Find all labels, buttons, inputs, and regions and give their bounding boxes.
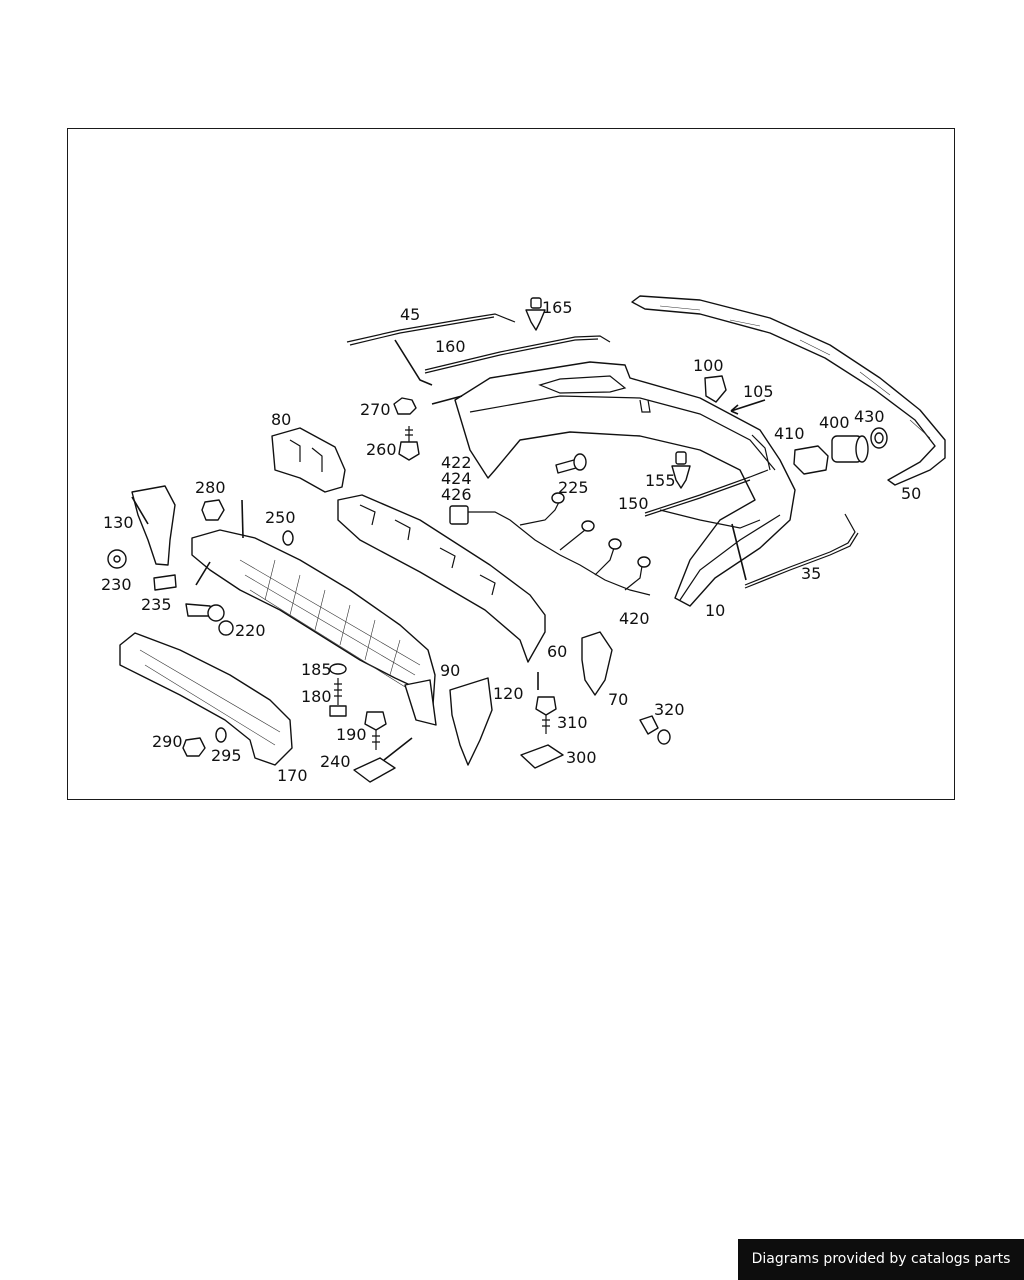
part-100-cap [704, 375, 727, 403]
callout-165: 165 [542, 298, 573, 317]
callout-300: 300 [566, 748, 597, 767]
callout-130: 130 [103, 513, 134, 532]
credit-banner: Diagrams provided by catalogs parts [738, 1239, 1024, 1280]
callout-310: 310 [557, 713, 588, 732]
part-270-clip [393, 397, 417, 415]
callout-420: 420 [619, 609, 650, 628]
callout-155: 155 [645, 471, 676, 490]
part-80-bracket [271, 427, 346, 493]
callout-190: 190 [336, 725, 367, 744]
callout-35: 35 [801, 564, 821, 583]
callout-50: 50 [901, 484, 921, 503]
callout-45: 45 [400, 305, 420, 324]
callout-150: 150 [618, 494, 649, 513]
part-150-molding [644, 469, 769, 514]
callout-100: 100 [693, 356, 724, 375]
part-50-trim-strip [631, 295, 946, 486]
part-225-pin [555, 453, 587, 474]
part-70-bracket [581, 631, 613, 696]
callout-400: 400 [819, 413, 850, 432]
part-105-arrow [730, 399, 766, 415]
part-190-screw [364, 711, 387, 750]
callout-220: 220 [235, 621, 266, 640]
part-235-clip [153, 574, 177, 591]
callout-105: 105 [743, 382, 774, 401]
callout-235: 235 [141, 595, 172, 614]
part-90-carrier [191, 529, 437, 726]
part-60-absorber [337, 494, 546, 663]
part-250-washer [282, 530, 294, 546]
part-120-bracket [449, 677, 493, 766]
callout-185: 185 [301, 660, 332, 679]
callout-250: 250 [265, 508, 296, 527]
part-260-screw [398, 426, 420, 461]
part-240-nut-plate [353, 757, 396, 783]
part-165-clip [525, 297, 546, 331]
callout-410: 410 [774, 424, 805, 443]
callout-422: 422 [441, 453, 472, 472]
callout-260: 260 [366, 440, 397, 459]
callout-160: 160 [435, 337, 466, 356]
callout-80: 80 [271, 410, 291, 429]
part-130-bracket [131, 485, 176, 566]
part-310-screw [535, 696, 557, 734]
leader-arrows [131, 339, 747, 761]
part-35-molding [744, 513, 856, 586]
part-430-ring [870, 427, 888, 449]
part-170-beam [119, 632, 293, 766]
part-300-nut-plate [520, 744, 564, 769]
callout-170: 170 [277, 766, 308, 785]
callout-230: 230 [101, 575, 132, 594]
callout-430: 430 [854, 407, 885, 426]
callout-120: 120 [493, 684, 524, 703]
part-185-washer [329, 663, 347, 675]
callout-424: 424 [441, 469, 472, 488]
callout-10: 10 [705, 601, 725, 620]
part-10-bumper-cover [454, 361, 796, 607]
part-220-pin [185, 603, 234, 636]
callout-225: 225 [558, 478, 589, 497]
callout-320: 320 [654, 700, 685, 719]
part-155-clip [671, 451, 691, 489]
callout-280: 280 [195, 478, 226, 497]
callout-60: 60 [547, 642, 567, 661]
callout-labels: 45 165 160 100 105 270 410 400 430 80 26… [101, 298, 921, 785]
part-280-nut [201, 499, 225, 521]
part-230-washer [107, 549, 127, 569]
callout-270: 270 [360, 400, 391, 419]
part-320-pin [639, 715, 671, 745]
part-400-sensor [831, 435, 869, 463]
callout-426: 426 [441, 485, 472, 504]
callout-180: 180 [301, 687, 332, 706]
part-45-molding [346, 313, 516, 343]
part-295-washer [215, 727, 227, 743]
callout-240: 240 [320, 752, 351, 771]
callout-290: 290 [152, 732, 183, 751]
part-290-nut [182, 737, 206, 757]
callout-70: 70 [608, 690, 628, 709]
part-410-sensor-bracket [793, 445, 829, 475]
callout-90: 90 [440, 661, 460, 680]
callout-295: 295 [211, 746, 242, 765]
part-160-molding [424, 335, 611, 371]
part-420-wiring-harness [449, 492, 651, 596]
part-180-bolt [329, 678, 347, 717]
